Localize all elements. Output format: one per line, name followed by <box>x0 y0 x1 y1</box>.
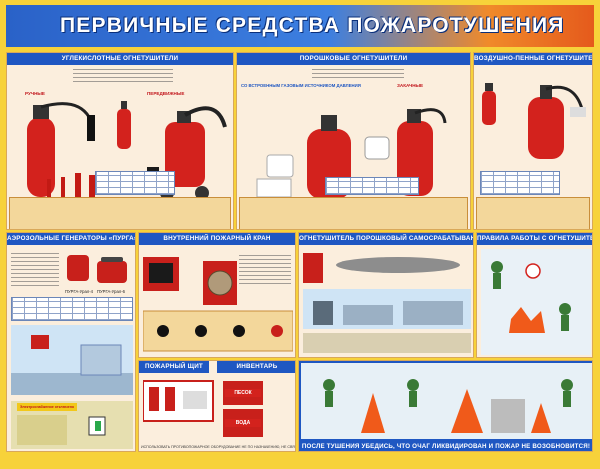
header-banner: ПЕРВИЧНЫЕ СРЕДСТВА ПОЖАРОТУШЕНИЯ <box>6 5 594 47</box>
water-barrel-label: ВОДА <box>225 419 261 427</box>
panel-aerosol-title: АЭРОЗОЛЬНЫЕ ГЕНЕРАТОРЫ «ПУРГА» <box>7 233 135 245</box>
sand-box-label: ПЕСОК <box>225 389 261 397</box>
aerosol-generators-illustration <box>67 255 127 283</box>
panel-fire-shield-title: ПОЖАРНЫЙ ЩИТ <box>139 361 209 373</box>
label-purga-4: ПУРГА-Урал-4 <box>65 289 93 294</box>
fire-shield-illustration <box>143 380 263 437</box>
label-manual: РУЧНЫЕ <box>25 91 45 96</box>
label-purga-6: ПУРГА-Урал-6 <box>97 289 125 294</box>
panel-rules: ПРАВИЛА РАБОТЫ С ОГНЕТУШИТЕЛЯМИ <box>476 232 593 358</box>
powder-intro-text <box>312 69 404 81</box>
panel-hydrant-title: ВНУТРЕННИЙ ПОЖАРНЫЙ КРАН <box>139 233 295 245</box>
aerosol-spec-table <box>11 297 133 321</box>
label-gas-cartridge: СО ВСТРОЕННЫМ ГАЗОВЫМ ИСТОЧНИКОМ ДАВЛЕНИ… <box>241 83 361 88</box>
powder-usage-steps <box>239 197 468 229</box>
panel-foam: ВОЗДУШНО-ПЕННЫЕ ОГНЕТУШИТЕЛИ <box>473 52 593 230</box>
panel-powder: ПОРОШКОВЫЕ ОГНЕТУШИТЕЛИ СО ВСТРОЕННЫМ ГА… <box>236 52 471 230</box>
foam-usage-steps <box>476 197 590 229</box>
page-title: ПЕРВИЧНЫЕ СРЕДСТВА ПОЖАРОТУШЕНИЯ <box>60 14 565 37</box>
panel-extinguish-tips <box>298 360 593 452</box>
co2-usage-steps <box>9 197 231 229</box>
powder-spec-table <box>325 177 419 195</box>
label-stored-pressure: ЗАКАЧНЫЕ <box>397 83 424 88</box>
aerosol-description <box>11 253 59 289</box>
panel-co2: УГЛЕКИСЛОТНЫЕ ОГНЕТУШИТЕЛИ РУЧНЫЕ ПЕРЕДВ… <box>6 52 234 230</box>
rules-illustration <box>481 249 591 355</box>
panel-fire-shield: ПОЖАРНЫЙ ЩИТ ИНВЕНТАРЬ ПЕСОК ВОДА ИСПОЛЬ… <box>138 360 296 452</box>
hydrant-illustration <box>143 257 293 352</box>
extinguish-tips-illustration <box>301 363 592 439</box>
power-off-sign: Электроснабжение отключено <box>17 403 77 411</box>
panel-foam-title: ВОЗДУШНО-ПЕННЫЕ ОГНЕТУШИТЕЛИ <box>474 53 592 65</box>
panel-rules-title: ПРАВИЛА РАБОТЫ С ОГНЕТУШИТЕЛЯМИ <box>477 233 592 245</box>
panel-self-powder-title: ОГНЕТУШИТЕЛЬ ПОРОШКОВЫЙ САМОСРАБАТЫВАЮЩИ… <box>299 233 473 245</box>
panel-self-powder: ОГНЕТУШИТЕЛЬ ПОРОШКОВЫЙ САМОСРАБАТЫВАЮЩИ… <box>298 232 474 358</box>
panel-co2-title: УГЛЕКИСЛОТНЫЕ ОГНЕТУШИТЕЛИ <box>7 53 233 65</box>
co2-spec-table <box>95 171 175 195</box>
panel-aerosol: АЭРОЗОЛЬНЫЕ ГЕНЕРАТОРЫ «ПУРГА» ПУРГА-Ура… <box>6 232 136 452</box>
panel-powder-title: ПОРОШКОВЫЕ ОГНЕТУШИТЕЛИ <box>237 53 470 65</box>
label-mobile: ПЕРЕДВИЖНЫЕ <box>147 91 185 96</box>
hydrant-instructions <box>239 255 291 287</box>
foam-extinguishers-illustration <box>482 83 586 159</box>
panel-hydrant: ВНУТРЕННИЙ ПОЖАРНЫЙ КРАН <box>138 232 296 358</box>
co2-intro-text <box>73 69 173 83</box>
footer-warning: ПОСЛЕ ТУШЕНИЯ УБЕДИСЬ, ЧТО ОЧАГ ЛИКВИДИР… <box>301 443 591 450</box>
panel-inventory-title: ИНВЕНТАРЬ <box>217 361 295 373</box>
self-powder-illustration <box>303 253 471 353</box>
foam-spec-table <box>480 171 560 195</box>
aerosol-mounting-illustration <box>11 325 133 395</box>
fire-shield-note: ИСПОЛЬЗОВАТЬ ПРОТИВОПОЖАРНОЕ ОБОРУДОВАНИ… <box>141 445 295 449</box>
